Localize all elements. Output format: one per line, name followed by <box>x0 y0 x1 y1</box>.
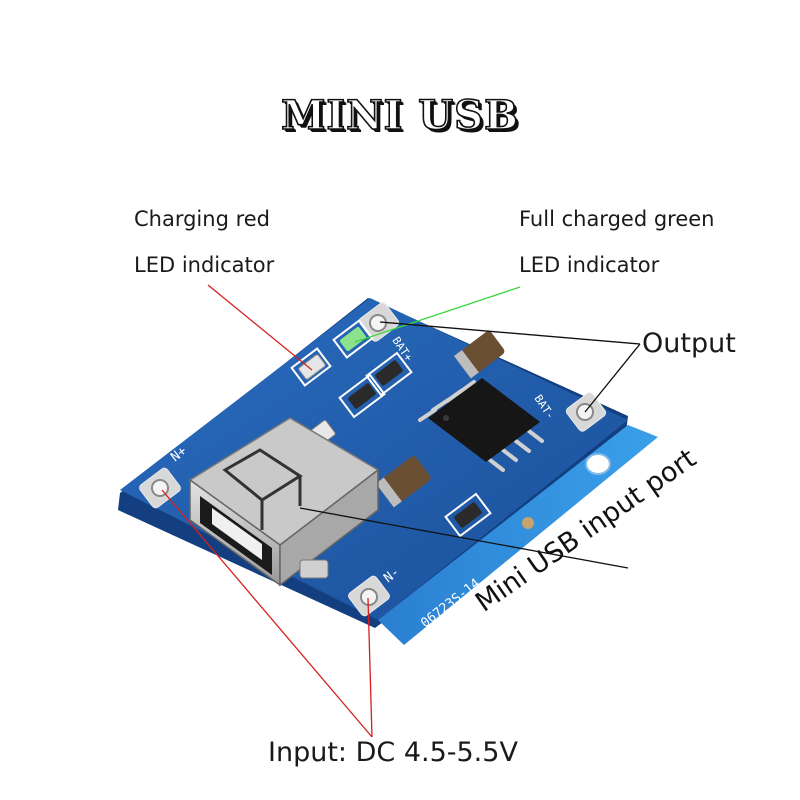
charger-ic <box>418 378 544 472</box>
label-full-green-line1: Full charged green <box>519 207 715 231</box>
solder-pad-bat-minus <box>565 392 607 432</box>
pointer-input-n-plus <box>161 489 373 738</box>
resistor-3 <box>454 502 482 528</box>
green-led <box>340 326 366 352</box>
mounting-hole <box>585 453 611 475</box>
label-charging-red-line1: Charging red <box>134 207 271 231</box>
label-full-green-line2: LED indicator <box>519 253 660 277</box>
resistor-2 <box>348 383 376 409</box>
via <box>522 517 534 529</box>
solder-pad-n-minus <box>348 575 390 617</box>
pointer-green-led <box>354 286 521 343</box>
label-charging-red-line2: LED indicator <box>134 253 275 277</box>
pointer-output-bat-minus <box>584 343 641 413</box>
pointer-output-bat-plus <box>379 321 641 345</box>
label-output: Output <box>642 328 736 359</box>
resistor-1 <box>375 360 403 386</box>
pointer-usb-port <box>299 507 629 569</box>
red-led <box>298 354 326 380</box>
pcb-edge-strip <box>378 425 658 645</box>
pointer-red-led <box>207 284 313 371</box>
diagram-title: MINI USB <box>280 91 519 140</box>
capacitor-top <box>454 331 505 379</box>
pointer-input-n-minus <box>367 597 373 738</box>
label-input-voltage: Input: DC 4.5-5.5V <box>268 737 518 768</box>
mini-usb-connector <box>188 417 380 587</box>
capacitor-bottom <box>375 456 431 508</box>
